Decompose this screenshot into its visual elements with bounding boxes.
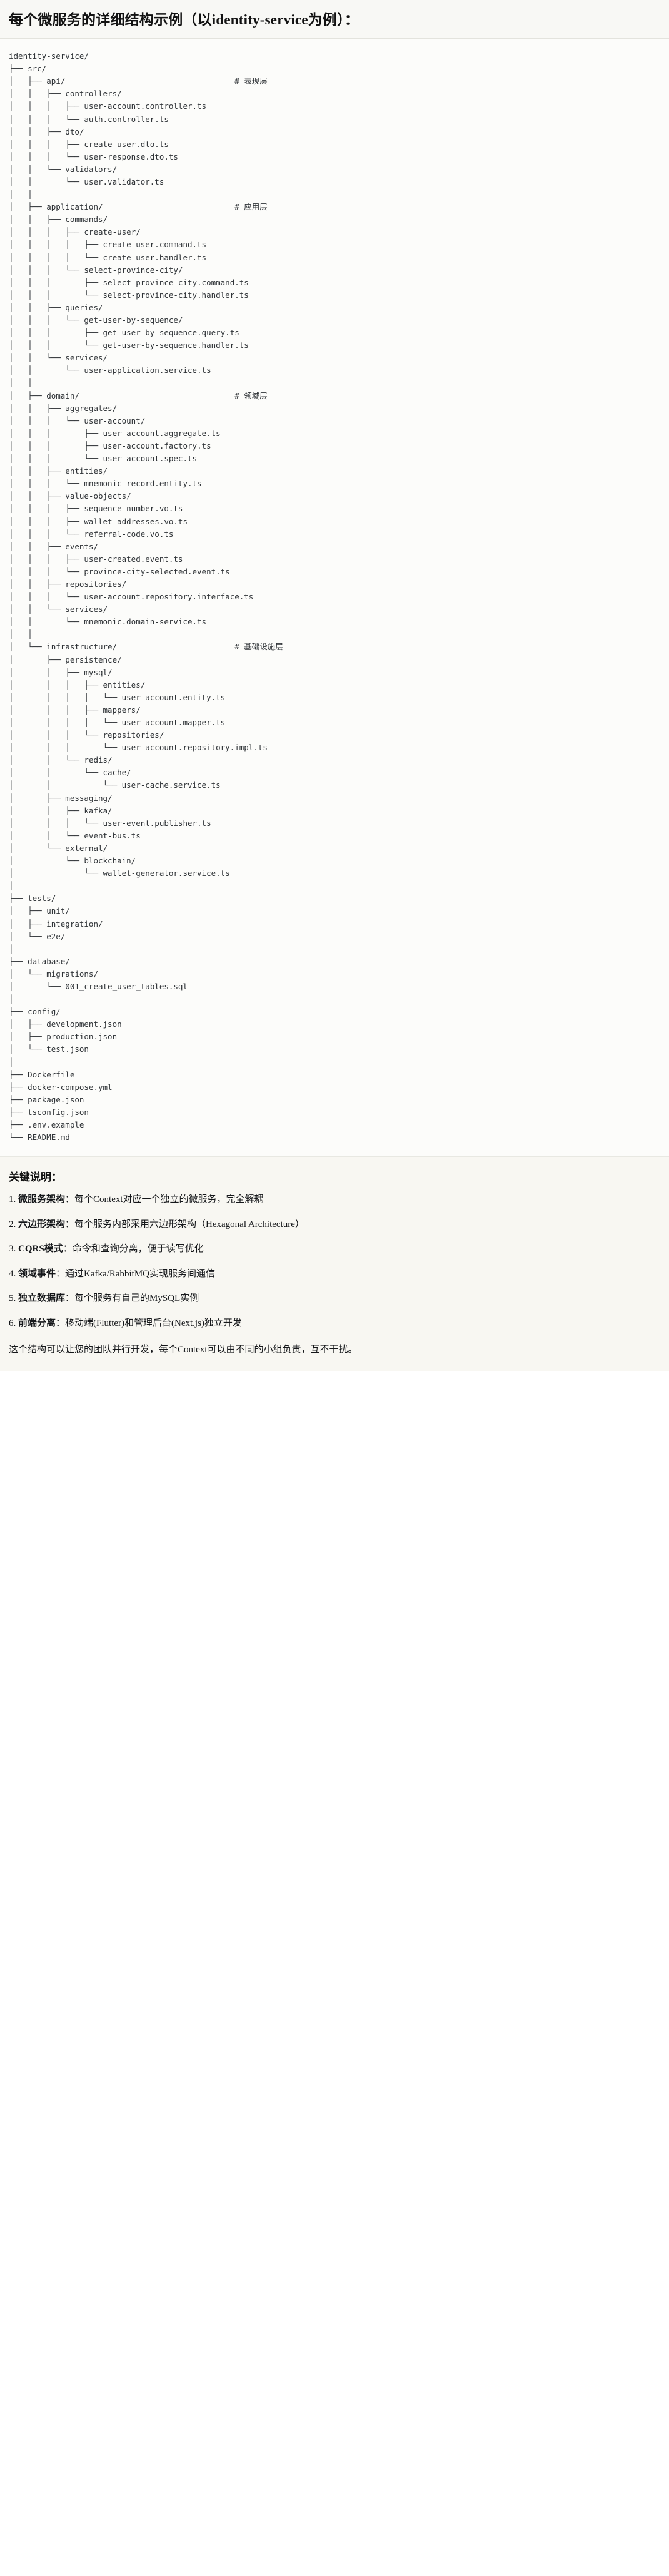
key-point-term: 领域事件 [18, 1268, 56, 1279]
directory-tree-code-block: identity-service/ ├── src/ │ ├── api/ # … [0, 39, 669, 1158]
key-point-term: 独立数据库 [18, 1293, 66, 1304]
key-points-list: 微服务架构：每个Context对应一个独立的微服务，完全解耦 六边形架构：每个服… [9, 1193, 660, 1330]
key-point-desc: 每个Context对应一个独立的微服务，完全解耦 [74, 1194, 264, 1205]
key-point-desc: 命令和查询分离，便于读写优化 [72, 1244, 204, 1255]
directory-tree: identity-service/ ├── src/ │ ├── api/ # … [9, 51, 283, 1143]
key-point-term: 六边形架构 [18, 1219, 66, 1229]
key-points-section: 关键说明： 微服务架构：每个Context对应一个独立的微服务，完全解耦 六边形… [0, 1157, 669, 1372]
page-title: 每个微服务的详细结构示例（以identity-service为例）： [9, 12, 360, 28]
list-item: 前端分离：移动端(Flutter)和管理后台(Next.js)独立开发 [9, 1316, 660, 1331]
closing-paragraph: 这个结构可以让您的团队并行开发，每个Context可以由不同的小组负责，互不干扰… [9, 1345, 358, 1355]
key-point-separator: ： [63, 1244, 73, 1255]
header-band: 每个微服务的详细结构示例（以identity-service为例）： [0, 0, 669, 39]
list-item: 微服务架构：每个Context对应一个独立的微服务，完全解耦 [9, 1193, 660, 1207]
list-item: CQRS模式：命令和查询分离，便于读写优化 [9, 1242, 660, 1256]
key-point-separator: ： [65, 1219, 75, 1229]
document-page: 每个微服务的详细结构示例（以identity-service为例）： ident… [0, 0, 669, 1371]
list-item: 六边形架构：每个服务内部采用六边形架构（Hexagonal Architectu… [9, 1218, 660, 1232]
key-point-desc: 通过Kafka/RabbitMQ实现服务间通信 [65, 1268, 216, 1279]
key-point-separator: ： [65, 1293, 75, 1304]
key-point-term: 前端分离 [18, 1318, 56, 1328]
key-point-separator: ： [56, 1268, 66, 1279]
list-item: 独立数据库：每个服务有自己的MySQL实例 [9, 1291, 660, 1306]
key-point-separator: ： [65, 1194, 75, 1205]
key-point-separator: ： [56, 1318, 66, 1328]
list-item: 领域事件：通过Kafka/RabbitMQ实现服务间通信 [9, 1267, 660, 1281]
key-point-desc: 移动端(Flutter)和管理后台(Next.js)独立开发 [65, 1318, 242, 1328]
key-point-desc: 每个服务有自己的MySQL实例 [74, 1293, 199, 1304]
key-point-term: CQRS模式 [18, 1244, 63, 1255]
key-points-title: 关键说明： [9, 1171, 62, 1184]
key-point-desc: 每个服务内部采用六边形架构（Hexagonal Architecture） [74, 1219, 304, 1229]
key-point-term: 微服务架构 [18, 1194, 66, 1205]
